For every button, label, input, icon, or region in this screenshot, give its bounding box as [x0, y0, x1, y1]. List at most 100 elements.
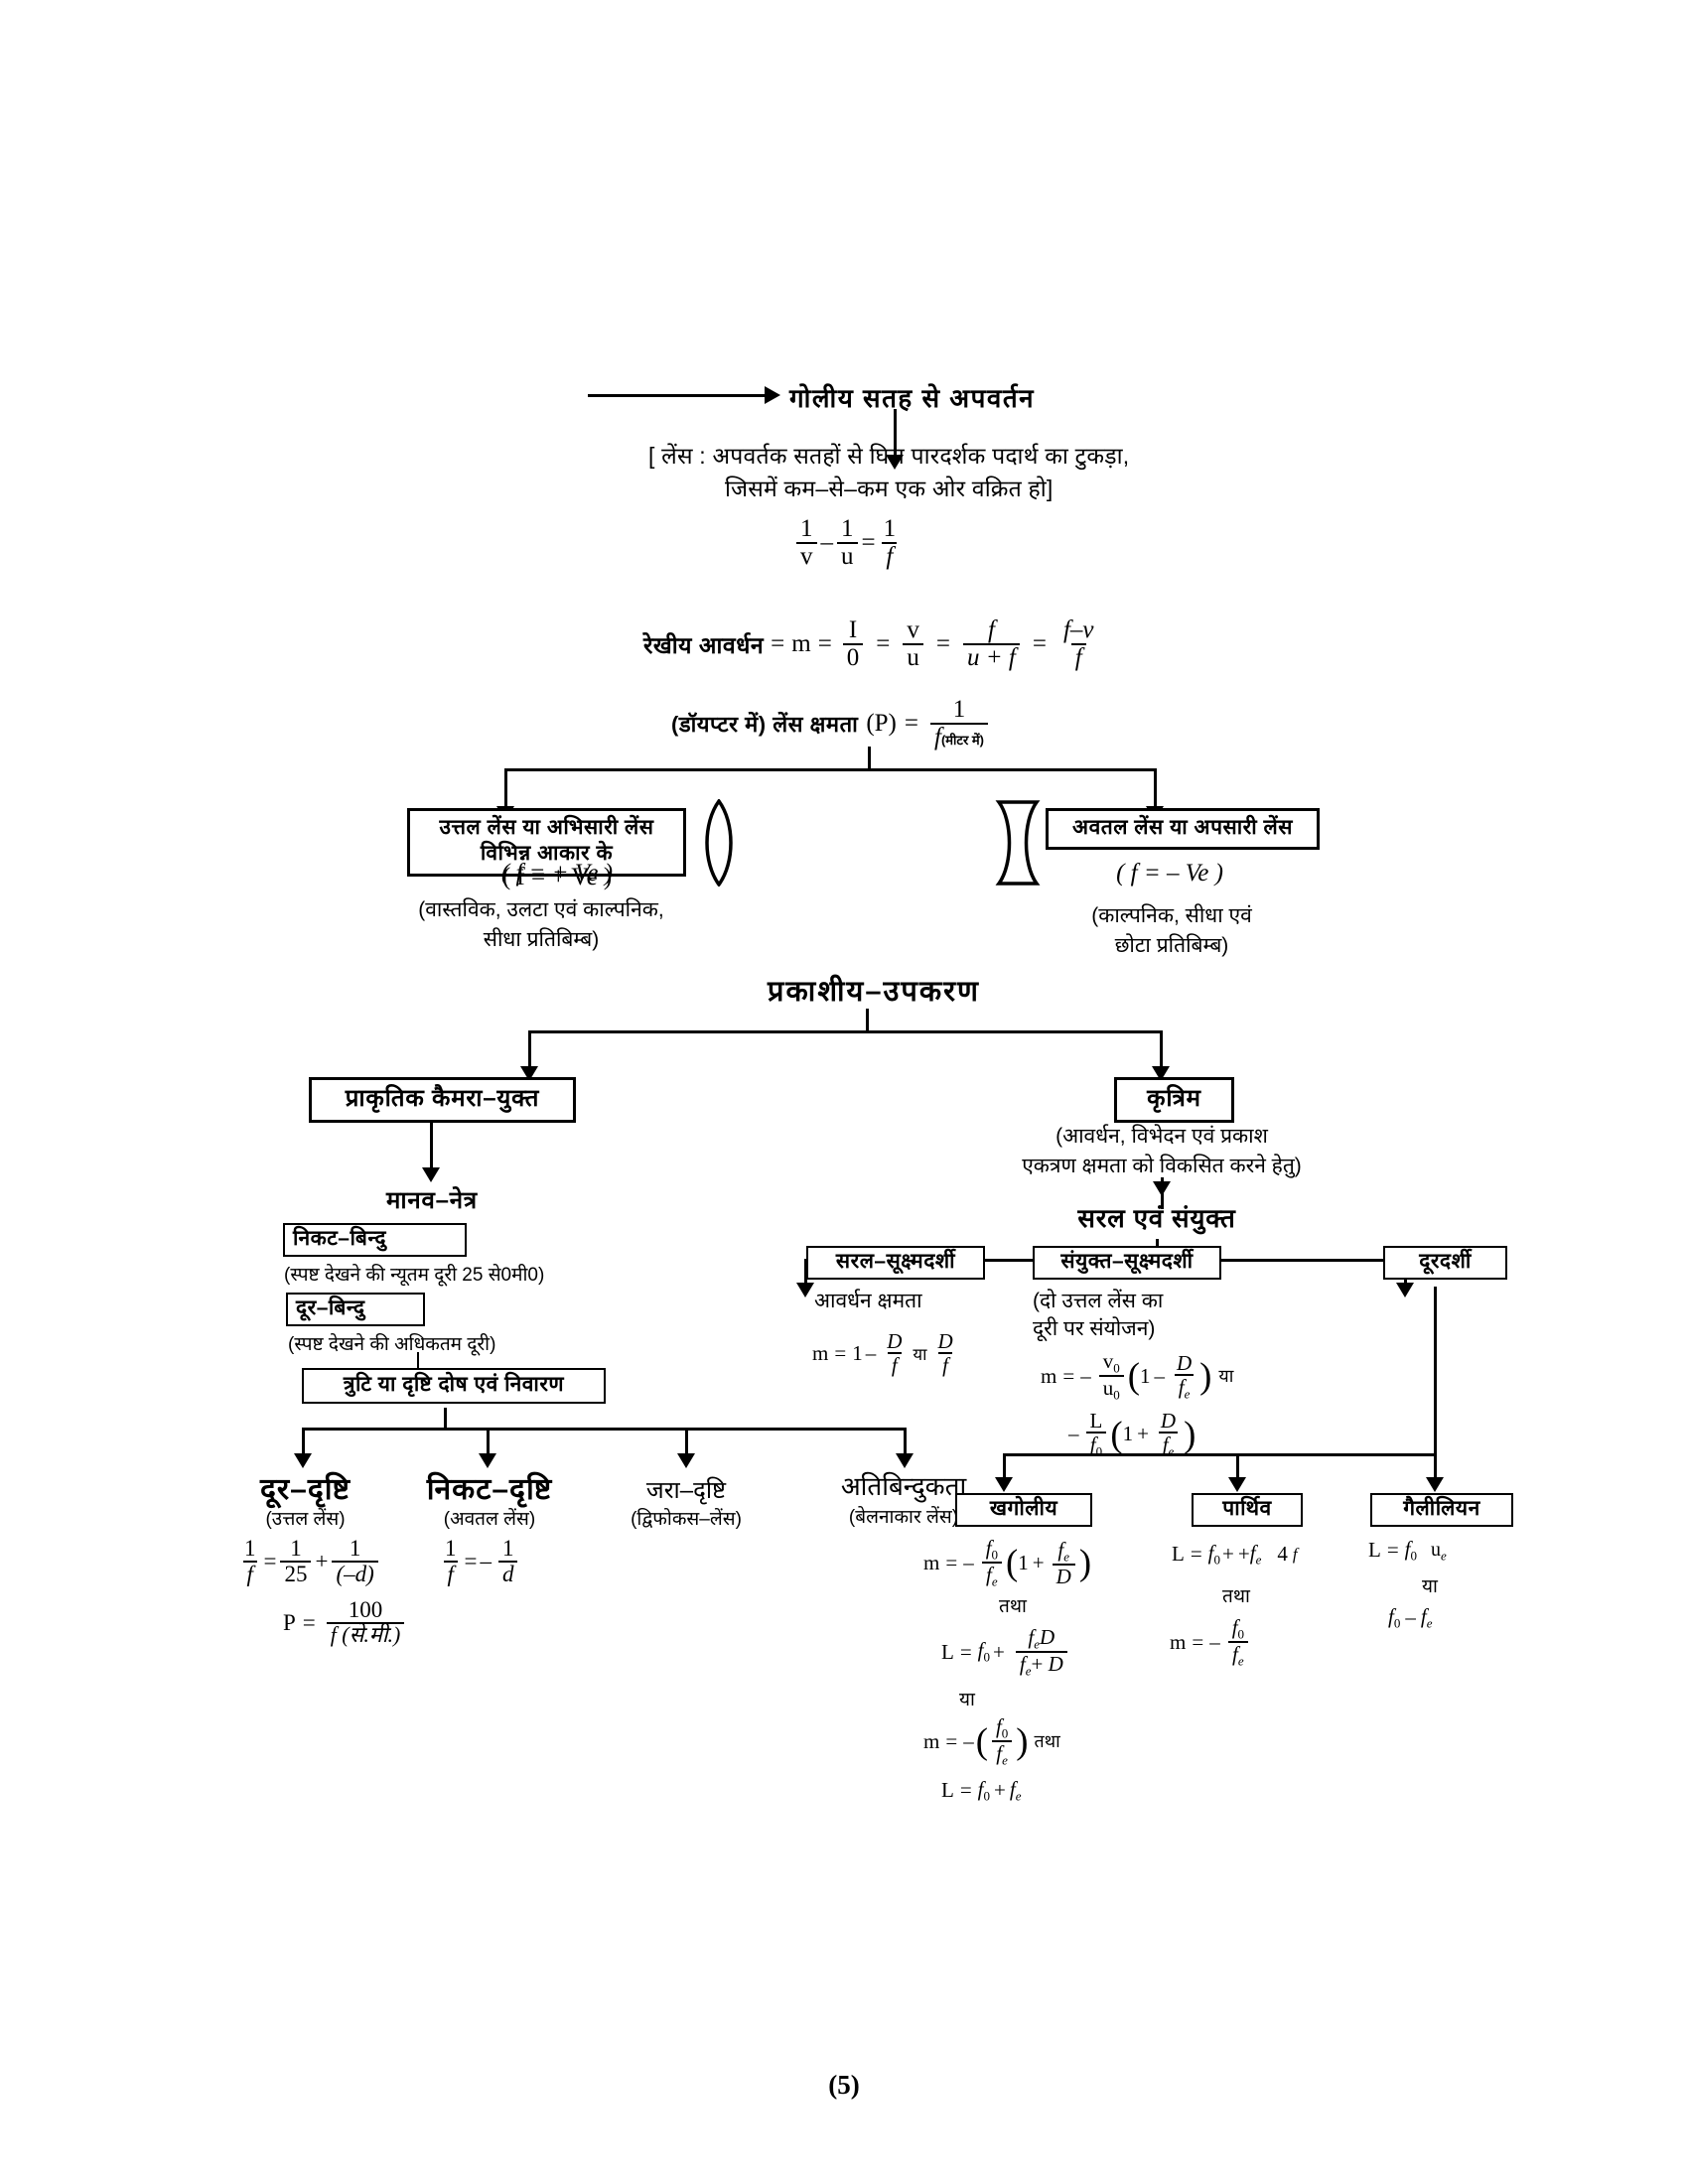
myopia-formula: 1 f = – 1 d	[437, 1536, 521, 1586]
lens-eq-den-f: f	[882, 542, 898, 570]
simple-microscope-formula: m = 1 – D f या D f	[812, 1330, 961, 1376]
simple-f-1: f	[887, 1352, 902, 1376]
hyper-num-1: 1	[244, 1536, 256, 1561]
eye-power-100: 100	[348, 1597, 383, 1622]
top-incoming-line	[588, 394, 767, 397]
defect-4-arrowhead	[896, 1453, 914, 1468]
lens-eq-num-3: 1	[883, 515, 897, 542]
optical-split-horizontal	[528, 1030, 1162, 1033]
telescope-label: दूरदर्शी	[1419, 1250, 1472, 1273]
magnification-u-plus-f: u + f	[963, 643, 1020, 671]
galilean-drop	[1434, 1453, 1437, 1483]
convex-lens-title: उत्तल लेंस या अभिसारी लेंस	[439, 816, 654, 839]
magnification-v: v	[907, 616, 919, 643]
concave-note-line-1: (काल्पनिक, सीधा एवं	[1091, 904, 1252, 927]
simple-microscope-label: सरल–सूक्ष्मदर्शी	[835, 1250, 956, 1273]
astronomical-tatha-2: तथा	[1034, 1731, 1060, 1752]
magnification-equation: रेखीय आवर्धन = m = I 0 = v u = f u + f =…	[643, 616, 1102, 672]
terrestrial-formula-2: m = – f0 fe	[1170, 1616, 1252, 1668]
galilean-telescope-label: गैलीलियन	[1403, 1497, 1480, 1520]
compound-fe-sub-2: e	[1168, 1443, 1175, 1459]
terrestrial-drop	[1236, 1453, 1239, 1483]
compound-microscope-box: संयुक्त–सूक्ष्मदर्शी	[1033, 1246, 1221, 1281]
simple-micro-drop	[804, 1259, 807, 1289]
far-point-box: दूर–बिन्दु	[286, 1293, 425, 1327]
simple-D-2: D	[937, 1329, 953, 1353]
defect-lens-4: (बेलनाकार लेंस)	[848, 1507, 959, 1528]
hyper-den-25: 25	[280, 1561, 312, 1586]
galilean-arrowhead	[1426, 1477, 1444, 1492]
eye-to-defects-line	[417, 1352, 419, 1378]
top-incoming-arrowhead	[765, 386, 780, 404]
myopia-den-d: d	[497, 1561, 518, 1586]
concave-lens-icon	[995, 800, 1041, 886]
human-eye-title: मानव–नेत्र	[386, 1187, 478, 1214]
eye-power-formula: P = 100 f (से.मी.)	[283, 1597, 408, 1647]
convex-focal-value: ( f = + Ve )	[500, 860, 614, 887]
magnification-f-num: f	[987, 616, 995, 643]
vision-defects-label: त्रुटि या दृष्टि दोष एवं निवारण	[343, 1373, 565, 1396]
terrestrial-arrowhead	[1228, 1477, 1246, 1492]
defect-name-2: निकट–दृष्टि	[426, 1473, 553, 1506]
concave-lens-box: अवतल लेंस या अपसारी लेंस	[1046, 808, 1320, 851]
optical-title-drop	[866, 1009, 869, 1032]
lens-equation: 1 v – 1 u = 1 f	[792, 515, 904, 571]
defect-name-4: अतिबिन्दुकता	[840, 1471, 967, 1501]
artificial-to-micro-arrowhead	[1153, 1181, 1171, 1196]
lens-eq-equals: =	[861, 529, 876, 557]
astronomical-tatha-1: तथा	[999, 1596, 1027, 1617]
compound-microscope-label: संयुक्त–सूक्ष्मदर्शी	[1060, 1250, 1194, 1273]
astronomical-telescope-box: खगोलीय	[955, 1493, 1092, 1528]
defect-3-drop	[685, 1428, 688, 1459]
hypermetropia-formula: 1 f = 1 25 + 1 (–d)	[236, 1536, 382, 1586]
convex-drop-line	[504, 768, 507, 812]
near-point-label: निकट–बिन्दु	[293, 1227, 387, 1250]
astronomical-ya: या	[959, 1690, 975, 1710]
title-to-definition-arrowhead	[886, 455, 904, 470]
compound-D: D	[1176, 1350, 1193, 1375]
terrestrial-tatha: तथा	[1222, 1586, 1250, 1607]
galilean-telescope-box: गैलीलियन	[1370, 1493, 1513, 1528]
artificial-drop-line	[1160, 1030, 1163, 1072]
compound-f0-sub: 0	[1095, 1443, 1103, 1459]
page-title: गोलीय सतह से अपवर्तन	[789, 383, 1036, 413]
far-point-note: (स्पष्ट देखने की अधिकतम दूरी)	[288, 1334, 496, 1355]
lens-eq-num-2: 1	[841, 515, 854, 542]
compound-u: u	[1102, 1376, 1114, 1401]
magnification-u: u	[903, 643, 923, 671]
hyper-den-minus-d: (–d)	[332, 1561, 378, 1586]
simple-microscope-sub: आवर्धन क्षमता	[814, 1290, 922, 1312]
compound-fe-2: f	[1162, 1433, 1169, 1457]
convex-lens-icon	[705, 799, 733, 887]
compound-f0: f	[1089, 1433, 1096, 1457]
defect-3-arrowhead	[677, 1453, 695, 1468]
page-number: (5)	[828, 2070, 860, 2100]
simple-one: 1	[852, 1340, 863, 1365]
myopia-num-1: 1	[445, 1536, 457, 1561]
astronomical-formula-4: L = f0 + fe	[941, 1777, 1022, 1804]
convex-note-line-1: (वास्तविक, उलटा एवं काल्पनिक,	[418, 898, 664, 921]
microscope-branch-title: सरल एवं संयुक्त	[1077, 1203, 1236, 1233]
compound-fe-sub: e	[1184, 1386, 1191, 1402]
myopia-den-f: f	[443, 1561, 458, 1586]
eye-power-P: P	[283, 1609, 296, 1635]
galilean-formula-1: L = f0 ue	[1368, 1537, 1447, 1564]
lens-power-label: (डॉयप्टर में) लेंस क्षमता	[671, 712, 859, 738]
simple-f-2: f	[938, 1352, 952, 1376]
simple-D-1: D	[887, 1329, 903, 1353]
lens-power-P: (P)	[866, 710, 897, 738]
artificial-instrument-box: कृत्रिम	[1114, 1077, 1234, 1123]
astronomical-telescope-label: खगोलीय	[989, 1497, 1058, 1520]
artificial-instrument-label: कृत्रिम	[1147, 1085, 1201, 1112]
compound-formula-line-2: – L f0 ( 1 + D fe )	[1068, 1409, 1196, 1459]
far-point-label: दूर–बिन्दु	[296, 1297, 365, 1319]
lens-power-one: 1	[952, 696, 966, 723]
near-point-box: निकट–बिन्दु	[283, 1223, 467, 1258]
galilean-formula-2: f0 – fe	[1388, 1604, 1433, 1631]
power-to-split-line	[868, 747, 871, 770]
defects-split-horizontal	[302, 1428, 906, 1431]
defect-1-drop	[302, 1428, 305, 1459]
lens-eq-den-v: v	[796, 542, 817, 570]
magnification-f-den: f	[1070, 643, 1086, 671]
convex-lens-subtitle: विभिन्न आकार के	[480, 842, 614, 866]
